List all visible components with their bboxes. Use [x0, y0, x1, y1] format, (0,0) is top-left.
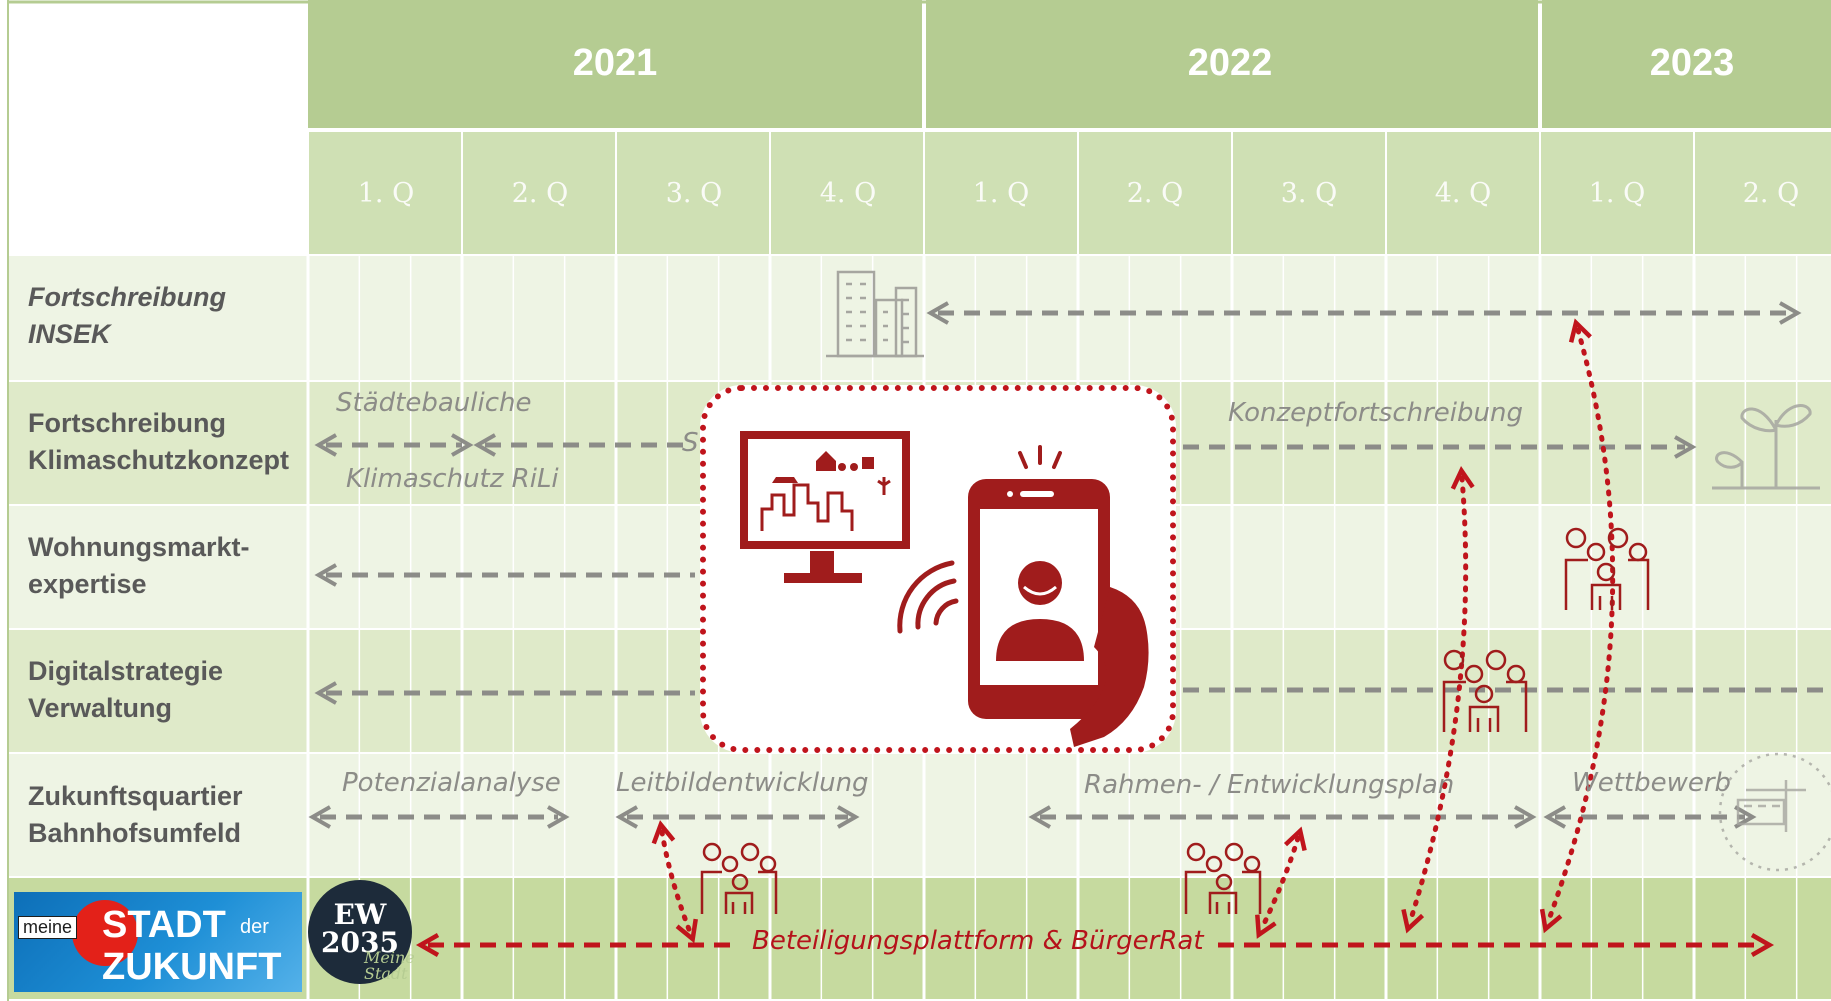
ew2035-logo: EW 2035 Meine Stadt	[308, 880, 415, 984]
annotation-potenzialanalyse: Potenzialanalyse	[342, 768, 561, 798]
people-group-icon	[700, 842, 778, 914]
monitor-city-icon	[740, 431, 910, 583]
quarter-label: 3. Q	[1280, 178, 1338, 209]
wifi-signal-icon	[897, 560, 959, 634]
year-label-2023: 2023	[1649, 42, 1735, 84]
quarter-label: 1. Q	[357, 178, 415, 209]
row-label-line: expertise	[28, 569, 147, 599]
annotation-leitbildentwicklung: Leitbildentwicklung	[616, 768, 869, 798]
quarter-label: 2. Q	[511, 178, 569, 209]
row-label-line: Klimaschutzkonzept	[28, 445, 290, 475]
annotation-rahmenplan: Rahmen- / Entwicklungsplan	[1084, 770, 1455, 800]
year-label-2022: 2022	[1187, 42, 1273, 84]
row-label-line: Zukunftsquartier	[28, 781, 243, 811]
row-label-line: Fortschreibung	[28, 408, 227, 438]
logo-text-stadt: STADT	[102, 904, 226, 946]
stadt-der-zukunft-logo: meine STADT der ZUKUNFT	[14, 892, 302, 992]
annotation-wettbewerb: Wettbewerb	[1572, 768, 1732, 798]
quarter-label: 4. Q	[1434, 178, 1492, 209]
people-group-icon	[1442, 649, 1528, 732]
digital-participation-illustration	[740, 431, 1149, 747]
row-label-line: INSEK	[28, 319, 111, 349]
logo-text-year: 2035	[321, 926, 399, 959]
sprout-icon	[1712, 404, 1820, 490]
participation-link	[1255, 826, 1307, 939]
quarter-label: 1. Q	[972, 178, 1030, 209]
logo-text-der: der	[240, 916, 269, 938]
logo-red-circle	[72, 900, 138, 966]
annotation-fragment: S	[682, 428, 699, 458]
participation-link	[1539, 318, 1616, 934]
row-label-line: Wohnungsmarkt-	[28, 532, 250, 562]
participation-link	[651, 820, 698, 944]
quarter-label: 4. Q	[819, 178, 877, 209]
quarter-header	[308, 132, 1831, 254]
logo-text-zukunft: ZUKUNFT	[102, 946, 282, 988]
row-label-klimaschutz: Fortschreibung Klimaschutzkonzept	[28, 405, 290, 479]
logo-text-meine: meine	[18, 916, 78, 939]
quarter-label: 2. Q	[1126, 178, 1184, 209]
smartphone-person-icon	[968, 445, 1149, 747]
digital-participation-panel	[700, 385, 1176, 753]
annotation-beteiligung: Beteiligungsplattform & BürgerRat	[752, 926, 1204, 956]
row-label-wohnungsmarkt: Wohnungsmarkt- expertise	[28, 529, 288, 603]
quarter-label: 1. Q	[1588, 178, 1646, 209]
row-label-insek: Fortschreibung INSEK	[28, 279, 288, 353]
logo-text-ew: EW	[333, 898, 387, 931]
annotation-staedtebauliche: Städtebauliche	[336, 388, 532, 418]
row-label-line: Digitalstrategie	[28, 656, 224, 686]
row-label-line: Fortschreibung	[28, 282, 227, 312]
year-label-2021: 2021	[572, 42, 658, 84]
annotation-konzeptfortschreibung: Konzeptfortschreibung	[1228, 398, 1523, 428]
people-group-icon	[1564, 527, 1650, 610]
row-label-line: Bahnhofsumfeld	[28, 818, 241, 848]
row-label-line: Verwaltung	[28, 693, 173, 723]
row-label-digitalstrategie: Digitalstrategie Verwaltung	[28, 653, 288, 727]
participation-link	[1401, 466, 1475, 934]
people-group-icon	[1184, 842, 1262, 914]
building-icon	[826, 270, 924, 358]
row-label-zukunftsquartier: Zukunftsquartier Bahnhofsumfeld	[28, 778, 288, 852]
logo-text-script: Meine Stadt	[364, 948, 415, 983]
quarter-label: 2. Q	[1742, 178, 1800, 209]
annotation-klimaschutz-rili: Klimaschutz RiLi	[346, 464, 559, 494]
year-header	[308, 0, 1831, 128]
train-station-icon	[1718, 752, 1831, 872]
quarter-label: 3. Q	[665, 178, 723, 209]
